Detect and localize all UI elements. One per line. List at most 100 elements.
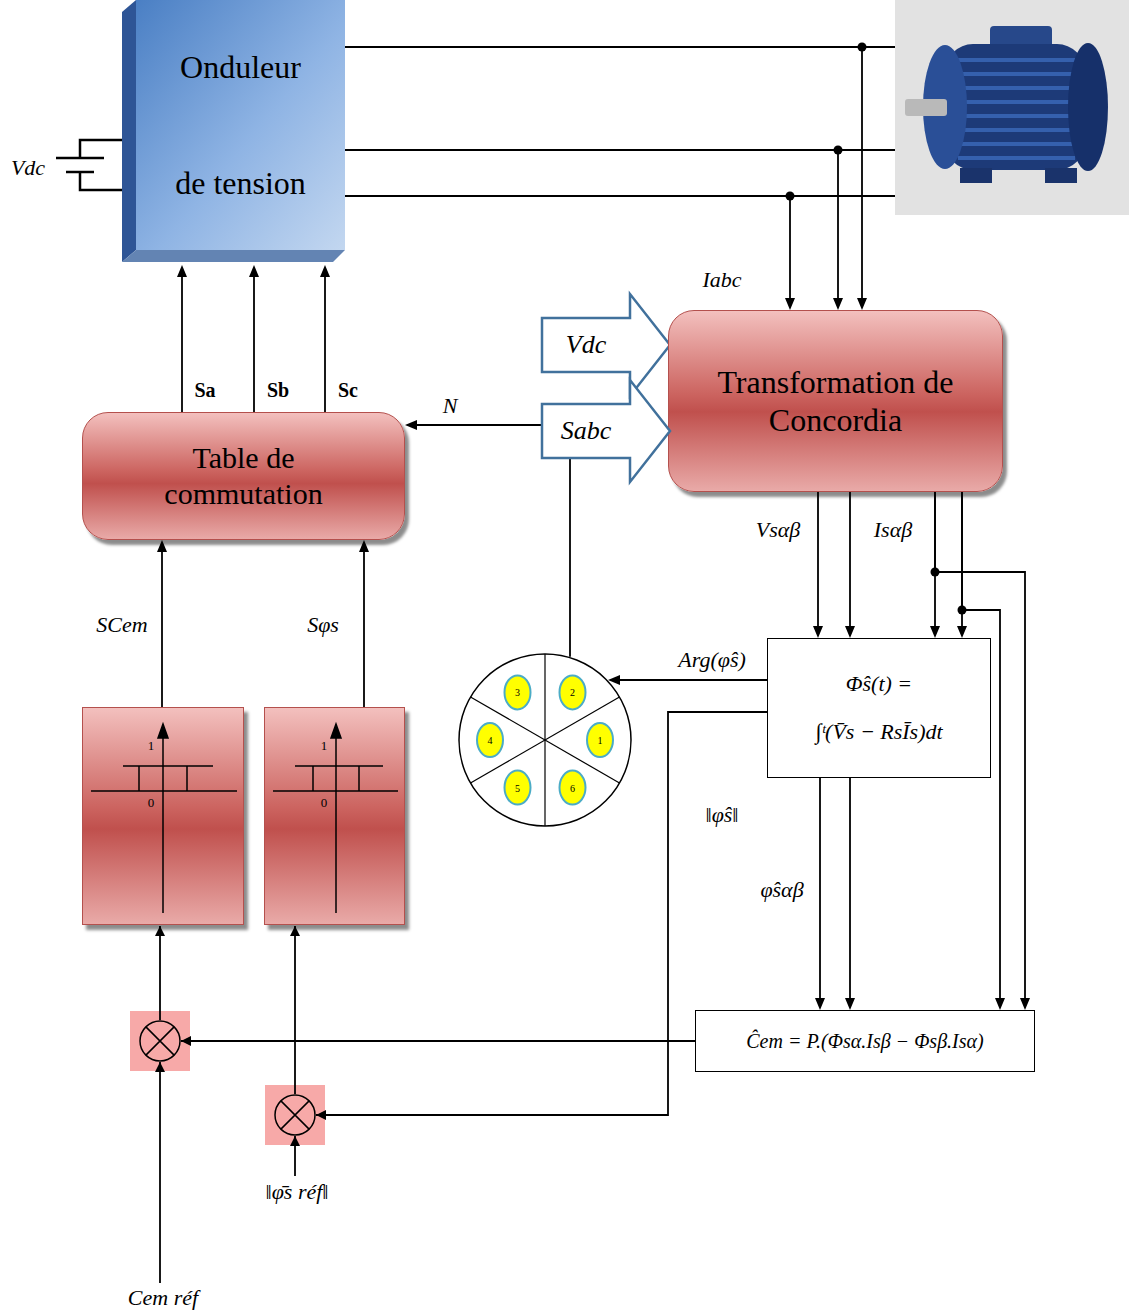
dc-source-symbol xyxy=(80,140,122,158)
dc-source-symbol xyxy=(80,172,122,190)
block-arrow xyxy=(542,294,670,396)
sector-marker xyxy=(477,723,503,757)
signal-name: Iabc xyxy=(700,267,743,292)
fan-cover xyxy=(1068,43,1108,171)
summation-symbol xyxy=(146,1027,174,1055)
motor-foot xyxy=(960,168,992,183)
signal-name: ‖φ̄s réf‖ xyxy=(263,1179,330,1204)
connector-line xyxy=(345,47,862,298)
arrow-head xyxy=(815,998,855,1010)
node-text: Ĉem = P.(Φsα.Isβ − Φsβ.Isα) xyxy=(746,1029,983,1053)
motor-fins xyxy=(958,100,1075,104)
connector-line xyxy=(253,277,255,412)
signal-connector xyxy=(359,540,369,707)
connector-line xyxy=(417,425,570,657)
node-outline xyxy=(458,653,632,827)
connector-line xyxy=(161,552,163,707)
hysteresis-symbol xyxy=(91,790,237,792)
motor-fins xyxy=(958,72,1075,76)
arrow-head xyxy=(320,265,330,277)
motor-wires xyxy=(862,46,895,48)
motor-fins xyxy=(958,58,1075,62)
node-text: Table de commutation xyxy=(129,440,359,512)
arrow-head xyxy=(177,265,187,277)
node-text: ∫ᵗ(V̄s − RsĪs)dt xyxy=(815,708,942,756)
hysteresis-symbol xyxy=(123,765,213,767)
arrow-head xyxy=(785,298,867,310)
signal-name: Isαβ xyxy=(872,517,914,542)
signal-connector xyxy=(157,540,167,707)
dc-source-symbol xyxy=(56,157,104,160)
signal-wires xyxy=(294,926,296,1094)
signal-wires xyxy=(160,712,767,1283)
arrow-head xyxy=(405,420,417,430)
motor-fins xyxy=(958,142,1075,146)
node-outline xyxy=(122,0,345,265)
signal-name: ‖φ̂s‖ xyxy=(703,802,740,827)
signal-wires xyxy=(181,1040,695,1042)
signal-connector xyxy=(815,778,855,1010)
connector-line xyxy=(324,277,326,412)
motor-fins xyxy=(958,86,1075,90)
photo-ground xyxy=(895,0,1129,215)
signal-wires xyxy=(159,1062,161,1283)
hysteresis-symbol xyxy=(313,766,359,791)
signal-wires xyxy=(159,926,161,1020)
hysteresis-symbol xyxy=(91,724,237,913)
signal-name: SCem xyxy=(94,612,149,637)
arrow-head xyxy=(813,626,855,638)
arrow-head xyxy=(359,540,369,552)
switching-table: Table de commutation xyxy=(82,412,405,540)
motor-fins xyxy=(958,114,1075,118)
hysteresis-comparator: 10 xyxy=(82,707,244,925)
motor-wires xyxy=(790,195,895,197)
hysteresis-symbol xyxy=(273,724,398,913)
signal-connector xyxy=(345,47,867,310)
hysteresis-comparator: 10 xyxy=(264,707,405,925)
signal-connector xyxy=(608,675,767,685)
hysteresis-symbol xyxy=(335,730,337,913)
signal-name: Sφs xyxy=(305,612,341,637)
motor-shaft xyxy=(905,99,947,116)
node-text: Vdc xyxy=(566,331,606,360)
sector-line xyxy=(471,697,620,783)
sector-marker xyxy=(587,723,613,757)
signal-name: N xyxy=(441,393,460,418)
sector-circle xyxy=(459,654,631,826)
node-text: 6 xyxy=(570,782,575,793)
node-text: 3 xyxy=(515,687,520,698)
hysteresis-symbol xyxy=(331,724,341,738)
sector-marker xyxy=(505,771,531,805)
summation-symbol xyxy=(275,1095,315,1135)
summation-symbol xyxy=(140,1021,180,1061)
motor-foot xyxy=(1045,168,1077,183)
signal-name: Sa xyxy=(192,379,217,402)
sector-marker xyxy=(560,771,586,805)
dc-source-symbol xyxy=(56,140,122,190)
sector-marker xyxy=(560,675,586,709)
connector-line xyxy=(818,492,850,626)
torque-estimator: Ĉem = P.(Φsα.Isβ − Φsβ.Isα) xyxy=(695,1010,1035,1072)
arrow-head xyxy=(930,626,967,638)
box-side xyxy=(122,0,136,262)
box-side xyxy=(122,250,345,262)
signal-connector xyxy=(249,265,259,412)
connector-line xyxy=(363,552,365,707)
arrow-head xyxy=(995,998,1030,1010)
node-text: 5 xyxy=(515,782,520,793)
motor-wires xyxy=(838,149,895,151)
signal-connector xyxy=(813,492,855,638)
signal-name: Cem réf xyxy=(126,1285,200,1310)
node-text: 2 xyxy=(570,687,575,698)
node-text: 1 xyxy=(598,735,603,746)
node-text: 1 xyxy=(321,739,328,753)
summation-symbol xyxy=(281,1101,309,1129)
arrow-head xyxy=(249,265,259,277)
hysteresis-symbol xyxy=(162,730,164,913)
motor-fins xyxy=(958,156,1075,160)
motor-wires xyxy=(790,47,895,196)
connector-line xyxy=(620,679,767,681)
signal-name: Sc xyxy=(336,379,360,402)
